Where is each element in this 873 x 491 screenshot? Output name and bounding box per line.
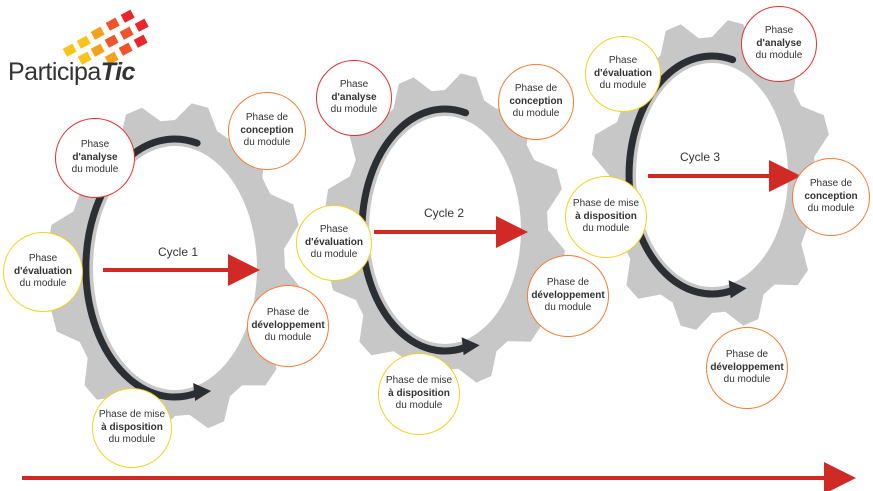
logo-square xyxy=(104,34,119,48)
cycle-3-phase-developpement: Phase de développement du module xyxy=(706,327,788,409)
logo-text-main: Participa xyxy=(8,58,101,86)
gear-1-cycle-arrowhead xyxy=(193,382,212,401)
cycle-1-label: Cycle 1 xyxy=(158,245,199,259)
cycle-2-phase-evaluation: Phase d'évaluation du module xyxy=(296,205,372,281)
cycle-1-phase-mise-a-disposition: Phase de mise à disposition du module xyxy=(92,388,172,468)
logo-square xyxy=(120,9,135,23)
logo-square xyxy=(119,26,134,40)
logo-square xyxy=(105,17,120,31)
cycle-3-phase-mise-a-disposition: Phase de mise à disposition du module xyxy=(565,176,647,258)
cycle-2-phase-analyse: Phase d'analyse du module xyxy=(316,60,392,136)
cycle-3-phase-analyse: Phase d'analyse du module xyxy=(741,6,817,82)
cycle-2-phase-mise-a-disposition: Phase de mise à disposition du module xyxy=(378,353,460,435)
cycle-3-label: Cycle 3 xyxy=(680,150,721,164)
gear-3-cycle-arrowhead xyxy=(728,280,747,299)
logo-square xyxy=(104,51,119,65)
cycle-2-label: Cycle 2 xyxy=(424,206,465,220)
logo-square xyxy=(134,18,149,32)
logo-square xyxy=(118,42,133,56)
cycle-1-phase-conception: Phase de conception du module xyxy=(228,92,306,170)
logo: ParticipaTic xyxy=(8,58,135,87)
logo-square xyxy=(133,34,148,48)
logo-squares xyxy=(62,9,149,65)
gear-3-cycle-arrow xyxy=(625,52,737,298)
logo-square xyxy=(77,51,92,65)
logo-square xyxy=(76,35,91,49)
cycle-2-phase-developpement: Phase de développement du module xyxy=(527,255,609,337)
logo-square xyxy=(90,26,105,40)
logo-square xyxy=(62,43,77,57)
cycle-2-phase-conception: Phase de conception du module xyxy=(498,64,574,140)
logo-text-accent: Tic xyxy=(100,58,136,86)
cycle-3-phase-evaluation: Phase d'évaluation du module xyxy=(585,36,661,112)
cycle-1-phase-analyse: Phase d'analyse du module xyxy=(55,118,135,198)
gear-2-cycle-arrowhead xyxy=(461,337,480,356)
cycle-3-phase-conception: Phase de conception du module xyxy=(792,158,870,236)
cycle-1-phase-developpement: Phase de développement du module xyxy=(247,285,329,367)
arrows-layer xyxy=(22,160,856,491)
logo-square xyxy=(90,43,105,57)
cycle-1-phase-evaluation: Phase d'évaluation du module xyxy=(3,232,83,312)
